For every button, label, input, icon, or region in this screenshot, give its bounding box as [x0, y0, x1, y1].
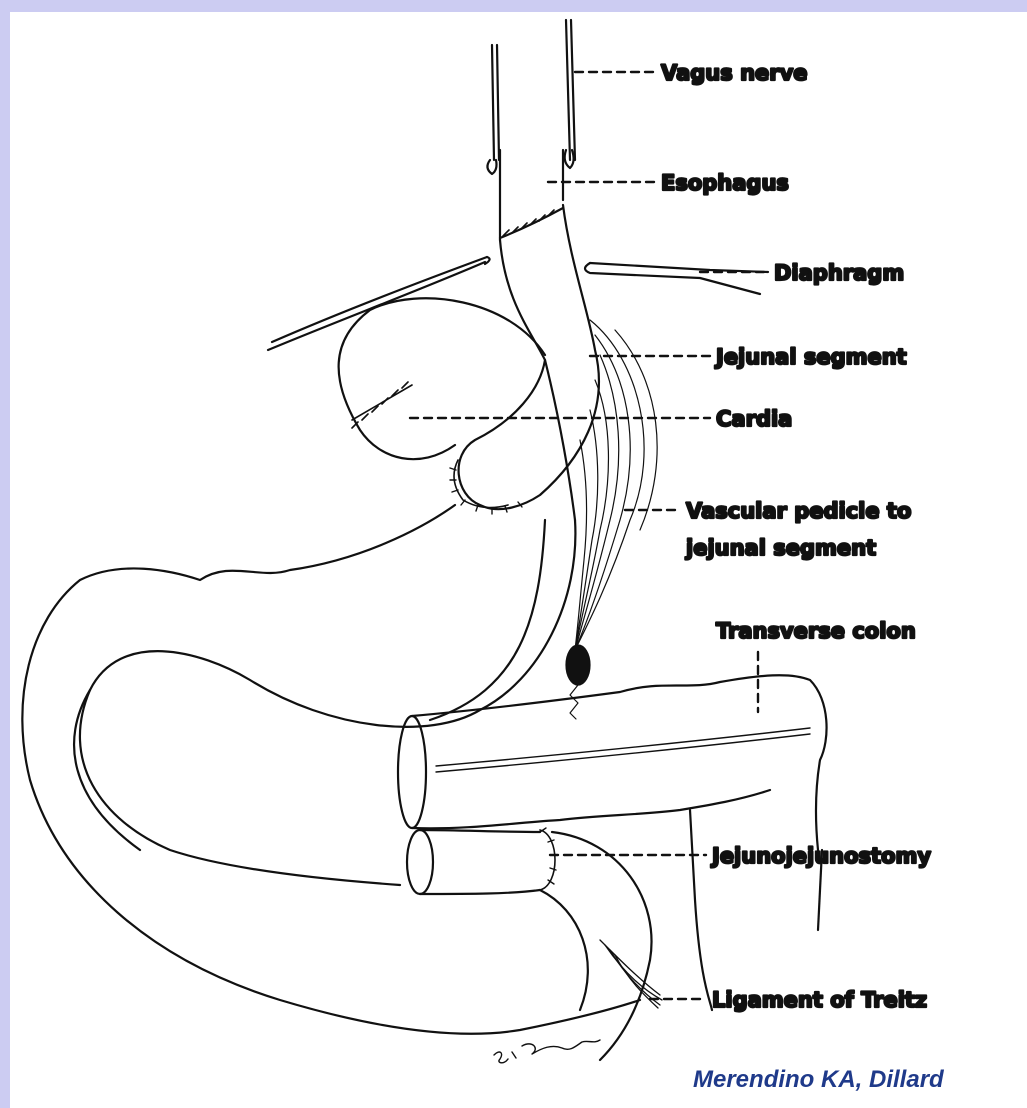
- label-ligament-of-treitz: Ligament of Treitz: [712, 988, 927, 1012]
- label-vascular-pedicle-line1: Vascular pedicle to: [686, 499, 911, 523]
- esophagus-drawing: [500, 150, 563, 240]
- transverse-colon-drawing: [398, 675, 827, 1010]
- label-diaphragm: Diaphragm: [774, 261, 904, 285]
- jejunal-segment-drawing: [450, 205, 599, 514]
- label-transverse-colon: Transverse colon: [716, 619, 916, 643]
- diaphragm-drawing: [268, 257, 768, 350]
- vascular-pedicle-drawing: [566, 320, 657, 719]
- label-cardia: Cardia: [716, 407, 792, 431]
- stomach-drawing: [22, 298, 640, 1033]
- label-vagus-nerve: Vagus nerve: [661, 61, 808, 85]
- citation-text: Merendino KA, Dillard: [693, 1066, 944, 1094]
- label-esophagus: Esophagus: [661, 171, 789, 195]
- jejunojejunostomy-drawing: [407, 828, 652, 1060]
- label-jejunojejunostomy: Jejunojejunostomy: [710, 844, 931, 868]
- label-jejunal-segment: Jejunal segment: [714, 345, 907, 369]
- label-vascular-pedicle-line2: jejunal segment: [685, 536, 876, 560]
- label-group: Vagus nerve Esophagus Diaphragm Jejunal …: [661, 61, 931, 1012]
- artist-signature: [494, 1040, 600, 1063]
